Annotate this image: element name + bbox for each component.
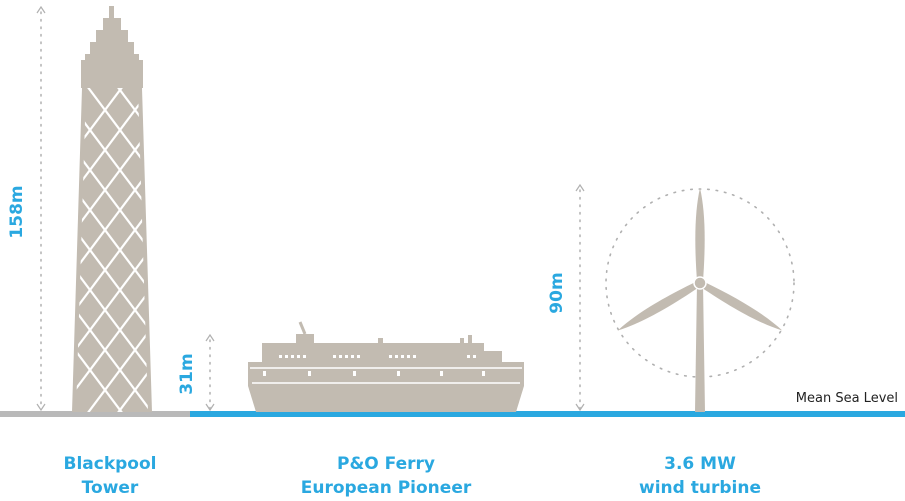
ferry-icon xyxy=(248,321,524,412)
turbine-height-marker xyxy=(575,183,585,412)
sea-level-label: Mean Sea Level xyxy=(796,391,898,406)
wind-turbine-icon xyxy=(605,188,795,412)
tower-height-label: 158m xyxy=(7,185,27,238)
caption-wind-turbine-line1: 3.6 MW xyxy=(664,454,736,474)
tower-height-marker xyxy=(36,5,46,412)
caption-wind-turbine-line2: wind turbine xyxy=(639,478,761,498)
caption-blackpool-tower-line1: Blackpool xyxy=(63,454,157,474)
caption-wind-turbine: 3.6 MW wind turbine xyxy=(620,452,780,500)
caption-blackpool-tower: Blackpool Tower xyxy=(30,452,190,500)
ferry-height-label: 31m xyxy=(177,353,197,394)
sea-line xyxy=(190,411,905,417)
tower-icon xyxy=(72,6,152,413)
caption-blackpool-tower-line2: Tower xyxy=(81,478,139,498)
caption-ferry-line1: P&O Ferry xyxy=(337,454,435,474)
land-line xyxy=(0,411,190,417)
ferry-height-marker xyxy=(205,333,215,412)
turbine-height-label: 90m xyxy=(547,272,567,313)
caption-ferry: P&O Ferry European Pioneer xyxy=(276,452,496,500)
caption-ferry-line2: European Pioneer xyxy=(300,478,472,498)
